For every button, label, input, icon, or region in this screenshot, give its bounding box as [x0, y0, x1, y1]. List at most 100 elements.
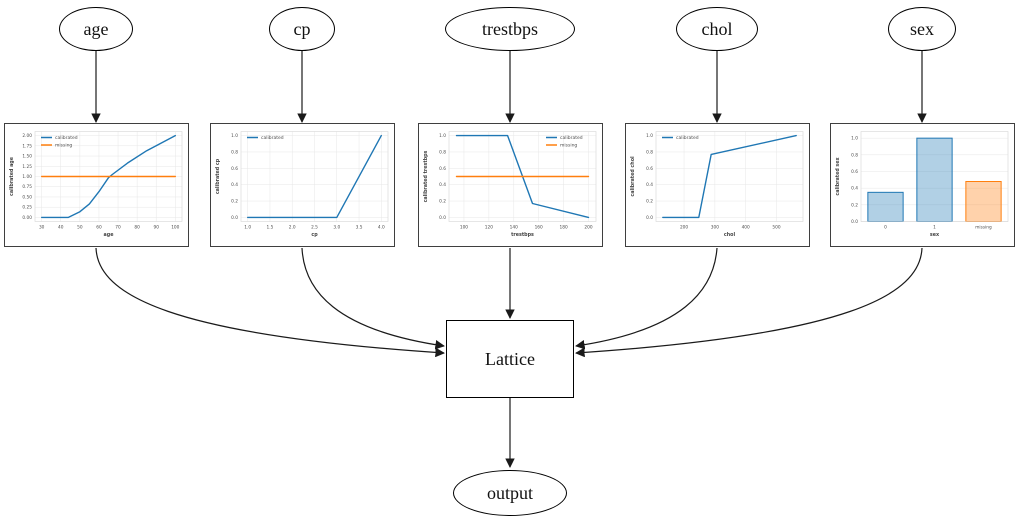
- svg-text:100: 100: [171, 225, 179, 231]
- svg-text:1.5: 1.5: [267, 225, 274, 231]
- node-cp-label: cp: [293, 18, 311, 39]
- svg-text:1.0: 1.0: [851, 136, 858, 142]
- svg-text:0.2: 0.2: [439, 199, 446, 205]
- svg-text:1.0: 1.0: [231, 133, 238, 139]
- node-age: age: [59, 7, 133, 51]
- svg-text:0: 0: [884, 225, 887, 231]
- svg-text:0.25: 0.25: [22, 205, 32, 211]
- svg-text:100: 100: [460, 225, 468, 231]
- edge-sex-plot-to-lattice: [575, 247, 923, 358]
- svg-text:1.25: 1.25: [22, 164, 32, 170]
- svg-text:0.6: 0.6: [851, 169, 858, 175]
- svg-text:0.4: 0.4: [439, 182, 446, 188]
- svg-text:cp: cp: [311, 233, 318, 238]
- svg-text:0.00: 0.00: [22, 215, 32, 221]
- svg-text:120: 120: [485, 225, 493, 231]
- svg-text:0.4: 0.4: [231, 182, 238, 188]
- node-chol-label: chol: [701, 18, 733, 39]
- svg-text:3.0: 3.0: [333, 225, 340, 231]
- svg-text:calibrated sex: calibrated sex: [835, 156, 841, 195]
- svg-text:30: 30: [39, 225, 45, 231]
- svg-text:180: 180: [560, 225, 568, 231]
- svg-text:calibrated: calibrated: [261, 135, 284, 141]
- svg-text:0.0: 0.0: [646, 215, 653, 221]
- edge-cp-plot-to-lattice: [301, 247, 445, 350]
- svg-text:1: 1: [933, 225, 936, 231]
- svg-text:calibrated: calibrated: [676, 135, 699, 141]
- svg-text:0.4: 0.4: [646, 182, 653, 188]
- svg-text:3.5: 3.5: [356, 225, 363, 231]
- svg-text:0.8: 0.8: [231, 149, 238, 155]
- node-trestbps: trestbps: [445, 7, 575, 51]
- svg-text:0.2: 0.2: [851, 202, 858, 208]
- svg-text:0.2: 0.2: [646, 199, 653, 205]
- svg-text:200: 200: [584, 225, 592, 231]
- svg-text:1.0: 1.0: [439, 133, 446, 139]
- svg-text:70: 70: [115, 225, 121, 231]
- svg-text:400: 400: [742, 225, 750, 231]
- svg-text:0.0: 0.0: [231, 215, 238, 221]
- svg-text:160: 160: [535, 225, 543, 231]
- svg-text:40: 40: [58, 225, 64, 231]
- node-output-label: output: [486, 482, 533, 503]
- svg-text:1.50: 1.50: [22, 154, 32, 160]
- edge-chol-plot-to-lattice: [575, 247, 718, 350]
- svg-text:2.00: 2.00: [22, 133, 32, 139]
- svg-text:0.6: 0.6: [439, 166, 446, 172]
- svg-text:calibrated age: calibrated age: [9, 156, 15, 196]
- svg-text:calibrated trestbps: calibrated trestbps: [423, 150, 429, 202]
- svg-text:calibrated: calibrated: [560, 135, 583, 141]
- svg-text:200: 200: [680, 225, 688, 231]
- node-trestbps-label: trestbps: [482, 18, 538, 39]
- svg-text:chol: chol: [724, 232, 736, 238]
- svg-text:50: 50: [77, 225, 83, 231]
- svg-text:0.8: 0.8: [646, 149, 653, 155]
- node-lattice-label: Lattice: [485, 348, 535, 369]
- svg-text:500: 500: [772, 225, 780, 231]
- svg-text:90: 90: [153, 225, 159, 231]
- node-lattice: Lattice: [446, 320, 574, 398]
- trestbps-chart-svg: 0.0 0.2 0.4 0.6 0.8 1.0 100 120 140 160 180 200 tres…: [423, 131, 597, 238]
- svg-text:0.50: 0.50: [22, 194, 32, 200]
- svg-text:0.75: 0.75: [22, 184, 32, 190]
- svg-text:calibrated chol: calibrated chol: [630, 156, 636, 197]
- svg-text:60: 60: [96, 225, 102, 231]
- svg-text:0.8: 0.8: [439, 149, 446, 155]
- svg-text:trestbps: trestbps: [511, 232, 534, 238]
- node-cp: cp: [269, 7, 335, 51]
- svg-text:missing: missing: [55, 143, 72, 149]
- edge-age-plot-to-lattice: [95, 247, 445, 358]
- svg-text:80: 80: [134, 225, 140, 231]
- svg-text:4.0: 4.0: [378, 225, 385, 231]
- svg-text:140: 140: [510, 225, 518, 231]
- svg-text:missing: missing: [560, 143, 577, 149]
- svg-text:sex: sex: [930, 233, 940, 238]
- node-sex: sex: [888, 7, 956, 51]
- svg-text:1.0: 1.0: [646, 133, 653, 139]
- trestbps-calibration-plot: 0.0 0.2 0.4 0.6 0.8 1.0 100 120 140 160 180 200 tres…: [418, 123, 603, 247]
- svg-text:2.0: 2.0: [289, 225, 296, 231]
- svg-text:1.0: 1.0: [244, 225, 251, 231]
- svg-text:0.0: 0.0: [851, 219, 858, 225]
- svg-text:0.0: 0.0: [439, 215, 446, 221]
- node-output: output: [453, 470, 567, 516]
- svg-text:0.8: 0.8: [851, 152, 858, 158]
- svg-text:0.6: 0.6: [231, 166, 238, 172]
- node-sex-label: sex: [910, 18, 934, 39]
- node-age-label: age: [83, 18, 109, 39]
- svg-text:0.4: 0.4: [851, 186, 858, 192]
- svg-text:calibrated cp: calibrated cp: [215, 158, 221, 194]
- svg-text:0.6: 0.6: [646, 166, 653, 172]
- svg-text:age: age: [104, 233, 115, 238]
- svg-text:1.75: 1.75: [22, 143, 32, 149]
